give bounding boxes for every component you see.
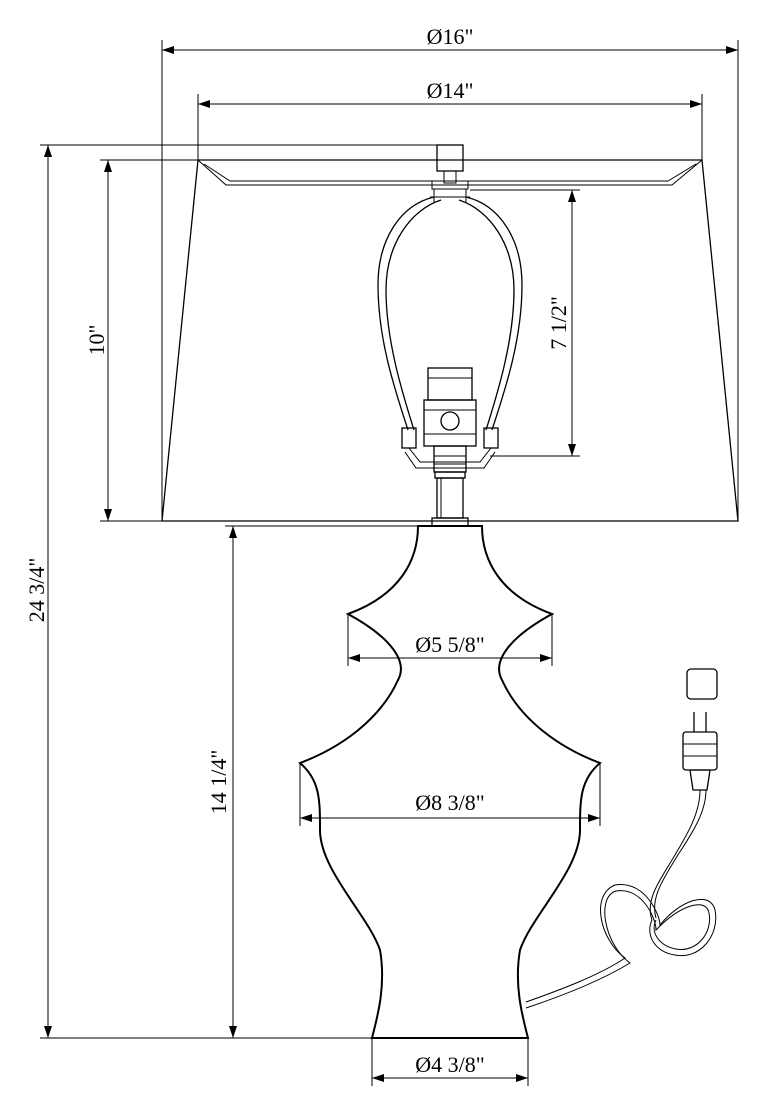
dimension-total-height: 24 3/4" xyxy=(24,144,437,1039)
dim-label-total-height: 24 3/4" xyxy=(24,558,49,623)
dim-label-shade-height: 10" xyxy=(84,325,109,356)
harp xyxy=(377,196,523,469)
lamp-shade xyxy=(161,159,739,522)
dimension-body-diameter: Ø8 3/8" xyxy=(299,763,601,826)
dimension-base-height: 14 1/4" xyxy=(206,525,432,1038)
dimension-harp-height: 7 1/2" xyxy=(470,189,580,457)
lamp-base xyxy=(298,525,602,1039)
dim-label-shade-inner: Ø14" xyxy=(427,78,474,103)
socket xyxy=(423,367,477,479)
dimension-neck-diameter: Ø5 5/8" xyxy=(347,614,553,666)
dim-label-neck-diameter: Ø5 5/8" xyxy=(415,632,484,657)
dim-label-base-height: 14 1/4" xyxy=(206,750,231,815)
dimension-shade-height: 10" xyxy=(84,159,198,522)
neck xyxy=(431,477,469,527)
finial xyxy=(430,144,470,203)
dim-label-harp-height: 7 1/2" xyxy=(546,296,571,350)
dimension-foot-diameter: Ø4 3/8" xyxy=(371,1038,529,1086)
dim-label-shade-outer: Ø16" xyxy=(427,24,474,49)
dimension-shade-outer: Ø16" xyxy=(161,24,739,521)
dim-label-body-diameter: Ø8 3/8" xyxy=(415,790,484,815)
dimension-shade-inner: Ø14" xyxy=(197,78,703,160)
cord-and-plug xyxy=(525,668,718,1009)
dim-label-foot-diameter: Ø4 3/8" xyxy=(415,1052,484,1077)
